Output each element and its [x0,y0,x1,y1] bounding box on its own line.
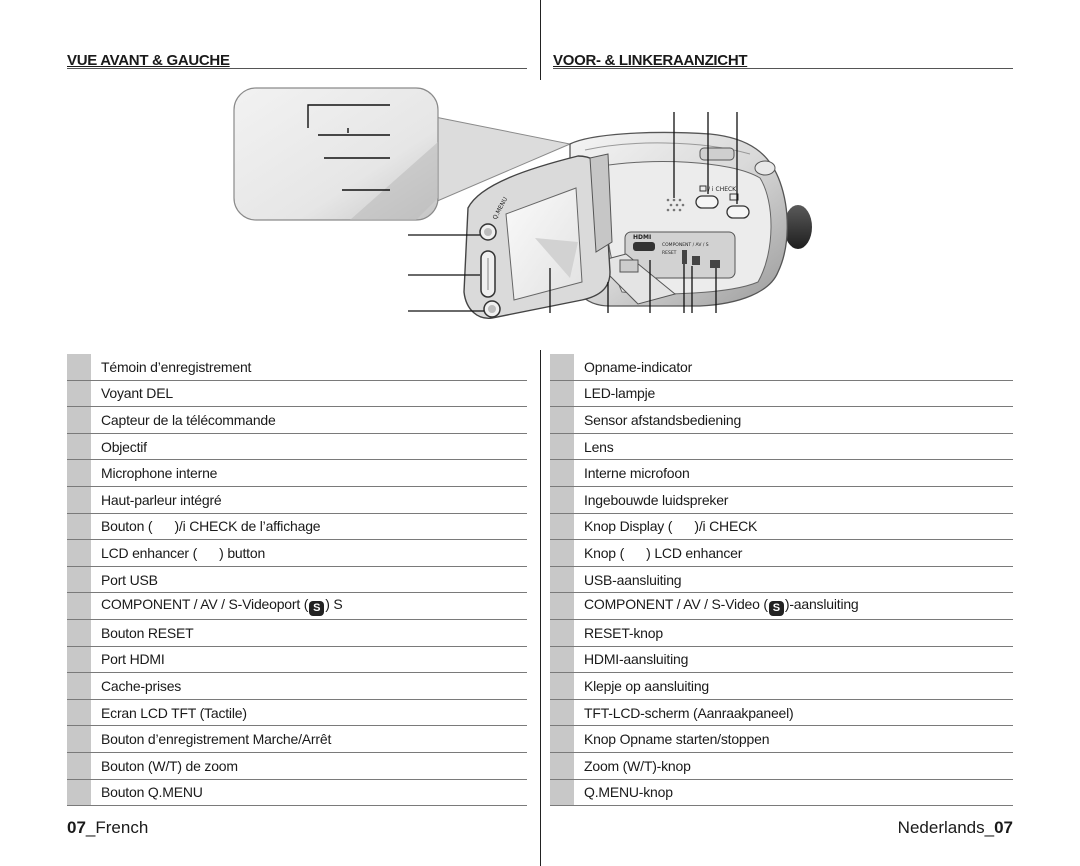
list-item: Q.MENU-knop [550,779,1013,807]
list-item: Bouton Q.MENU [67,779,527,807]
item-number-cell [67,487,91,513]
hdmi-label: HDMI [633,234,651,241]
item-number-cell [550,593,574,619]
item-number-cell [550,753,574,779]
item-number-cell [550,620,574,646]
item-number-cell [67,433,91,460]
s-video-badge: S [768,601,784,617]
list-item: Port USB [67,566,527,594]
list-item: COMPONENT / AV / S-Videoport (S) S [67,593,527,620]
list-item: Objectif [67,433,527,461]
list-item: Microphone interne [67,460,527,487]
component-label: COMPONENT / AV / S [662,242,709,248]
list-item: Voyant DEL [67,380,527,408]
bottom-column-divider [540,350,541,866]
list-item: Zoom (W/T)-knop [550,753,1013,780]
list-item: Bouton ( )/i CHECK de l’affichage [67,513,527,541]
leader-lines [408,112,738,313]
item-number-cell [67,646,91,673]
list-item: Knop Opname starten/stoppen [550,726,1013,753]
camcorder-drawing: / i CHECK HDMI COMPONENT / AV / S RESET [233,87,812,319]
item-number-cell [550,699,574,726]
s-video-badge: S [309,601,325,617]
item-number-cell [550,566,574,593]
item-number-cell [550,354,574,380]
reset-label: RESET [662,250,677,256]
item-number-cell [550,673,574,699]
right-page-footer: Nederlands_07 [897,818,1013,837]
item-number-cell [67,380,91,407]
list-item: COMPONENT / AV / S-Video (S)-aansluiting [550,593,1013,620]
list-item: Bouton (W/T) de zoom [67,753,527,780]
item-number-cell [550,433,574,460]
list-item: HDMI-aansluiting [550,646,1013,674]
list-item: Ingebouwde luidspreker [550,487,1013,514]
list-item: Knop Display ( )/i CHECK [550,513,1013,541]
item-number-cell [67,779,91,806]
item-number-cell [67,460,91,486]
item-number-cell [67,513,91,540]
item-number-cell [550,460,574,486]
list-item: Haut-parleur intégré [67,487,527,514]
right-section-title: VOOR- & LINKERAANZICHT [553,52,748,69]
item-number-cell [550,646,574,673]
right-page-number: 07 [994,818,1013,837]
list-item: RESET-knop [550,620,1013,647]
list-item: Sensor afstandsbediening [550,407,1013,434]
item-number-cell [67,540,91,566]
left-page-footer: 07_French [67,818,149,837]
item-number-cell [67,407,91,433]
item-number-cell [67,566,91,593]
detail-callout [233,87,572,221]
item-number-cell [550,407,574,433]
item-number-cell [550,779,574,806]
list-item: Cache-prises [67,673,527,700]
list-item: Témoin d’enregistrement [67,354,527,381]
item-number-cell [67,593,91,619]
left-title-underline [67,68,527,69]
item-number-cell [550,487,574,513]
camcorder-illustration: / i CHECK HDMI COMPONENT / AV / S RESET [230,82,830,322]
left-section-title: VUE AVANT & GAUCHE [67,52,230,69]
left-page-number: 07 [67,818,86,837]
item-number-cell [67,699,91,726]
list-item: Bouton RESET [67,620,527,647]
item-number-cell [550,540,574,566]
camcorder-body: / i CHECK HDMI COMPONENT / AV / S RESET [569,131,788,307]
list-item: Ecran LCD TFT (Tactile) [67,699,527,727]
right-title-underline [553,68,1013,69]
lcd-panel: Q.MENU [463,153,613,319]
list-item: TFT-LCD-scherm (Aanraakpaneel) [550,699,1013,727]
item-number-cell [550,726,574,752]
list-item: Bouton d’enregistrement Marche/Arrêt [67,726,527,753]
item-number-cell [67,726,91,752]
list-item: LED-lampje [550,380,1013,408]
hand-strap [784,205,812,249]
list-item: Port HDMI [67,646,527,674]
list-item: LCD enhancer ( ) button [67,540,527,567]
list-item: Interne microfoon [550,460,1013,487]
item-number-cell [67,620,91,646]
item-number-cell [67,673,91,699]
list-item: Lens [550,433,1013,461]
item-number-cell [67,354,91,380]
item-number-cell [67,753,91,779]
list-item: Knop ( ) LCD enhancer [550,540,1013,567]
list-item: Capteur de la télécommande [67,407,527,434]
list-item: Klepje op aansluiting [550,673,1013,700]
item-number-cell [550,513,574,540]
item-number-cell [550,380,574,407]
top-column-divider [540,0,541,80]
list-item: Opname-indicator [550,354,1013,381]
icheck-label: / i CHECK [708,186,737,193]
list-item: USB-aansluiting [550,566,1013,594]
